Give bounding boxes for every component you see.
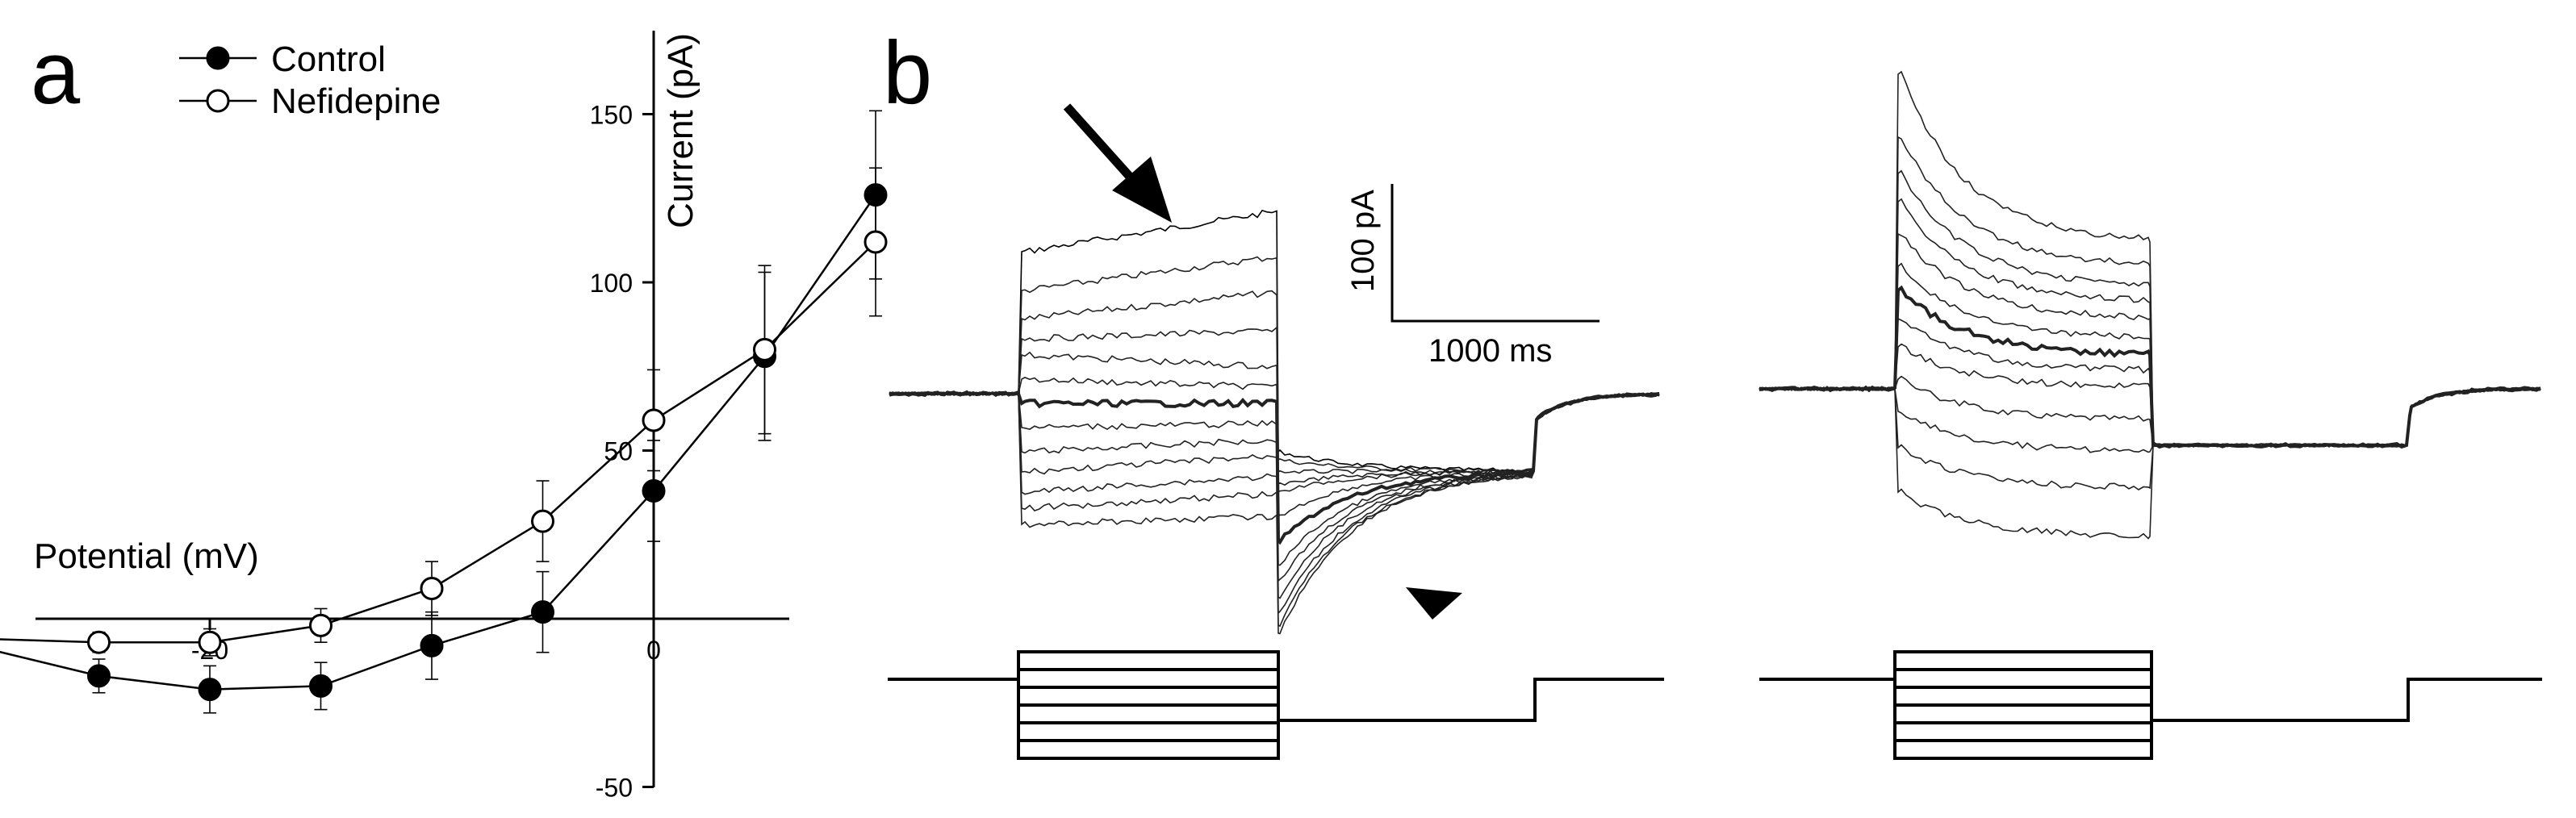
current-traces-condition-2 — [1758, 70, 2541, 540]
nefidepine-line — [0, 241, 876, 644]
nefidepine-point — [642, 408, 666, 432]
y-tick-label: -50 — [596, 774, 633, 803]
nefidepine-point — [420, 576, 444, 600]
current-trace — [1758, 386, 2541, 540]
voltage-protocol-control — [888, 650, 1664, 760]
current-trace — [889, 391, 1660, 615]
scale-bar: 100 pA 1000 ms — [1345, 184, 1600, 369]
nefidepine-point — [309, 613, 332, 637]
current-trace — [889, 391, 1660, 635]
current-trace — [889, 391, 1660, 582]
legend-nefidepine-marker — [206, 89, 230, 113]
panel-b-letter: b — [883, 23, 932, 123]
scale-bar-time-label: 1000 ms — [1428, 333, 1552, 369]
nefidepine-point — [753, 337, 776, 361]
y-tick-label: 150 — [590, 101, 633, 130]
control-point — [864, 183, 888, 207]
arrowhead-marker-icon — [1406, 587, 1462, 620]
tail-line — [1278, 678, 1664, 722]
control-point — [309, 674, 332, 698]
control-point — [642, 479, 666, 503]
arrow-icon — [1063, 103, 1172, 223]
voltage-protocol-condition-2 — [1759, 650, 2542, 760]
nefidepine-point — [864, 230, 888, 254]
y-axis-label: Current (pA) — [661, 33, 700, 228]
current-trace — [889, 391, 1660, 628]
current-trace — [889, 290, 1660, 474]
control-point — [420, 633, 444, 657]
legend: Control Nefidepine — [179, 40, 441, 121]
scale-bar-current-label: 100 pA — [1345, 190, 1381, 292]
nefidepine-point — [198, 630, 222, 654]
control-point — [198, 678, 222, 702]
legend-nefidepine-label: Nefidepine — [271, 81, 441, 121]
y-tick-label: 100 — [590, 269, 633, 298]
current-trace — [889, 377, 1660, 518]
x-tick-label: 0 — [646, 636, 661, 665]
control-point — [87, 664, 111, 688]
nefidepine-point — [531, 509, 554, 533]
iv-series — [0, 110, 888, 714]
tail-line — [2152, 678, 2542, 722]
legend-control-label: Control — [271, 40, 386, 79]
current-trace — [889, 391, 1660, 566]
control-point — [531, 600, 554, 624]
x-axis-label: Potential (mV) — [34, 536, 259, 576]
panel-a-letter: a — [31, 23, 81, 123]
nefidepine-point — [87, 630, 111, 654]
control-line — [0, 194, 877, 691]
current-traces-control — [889, 209, 1660, 635]
legend-control-marker — [206, 46, 230, 70]
